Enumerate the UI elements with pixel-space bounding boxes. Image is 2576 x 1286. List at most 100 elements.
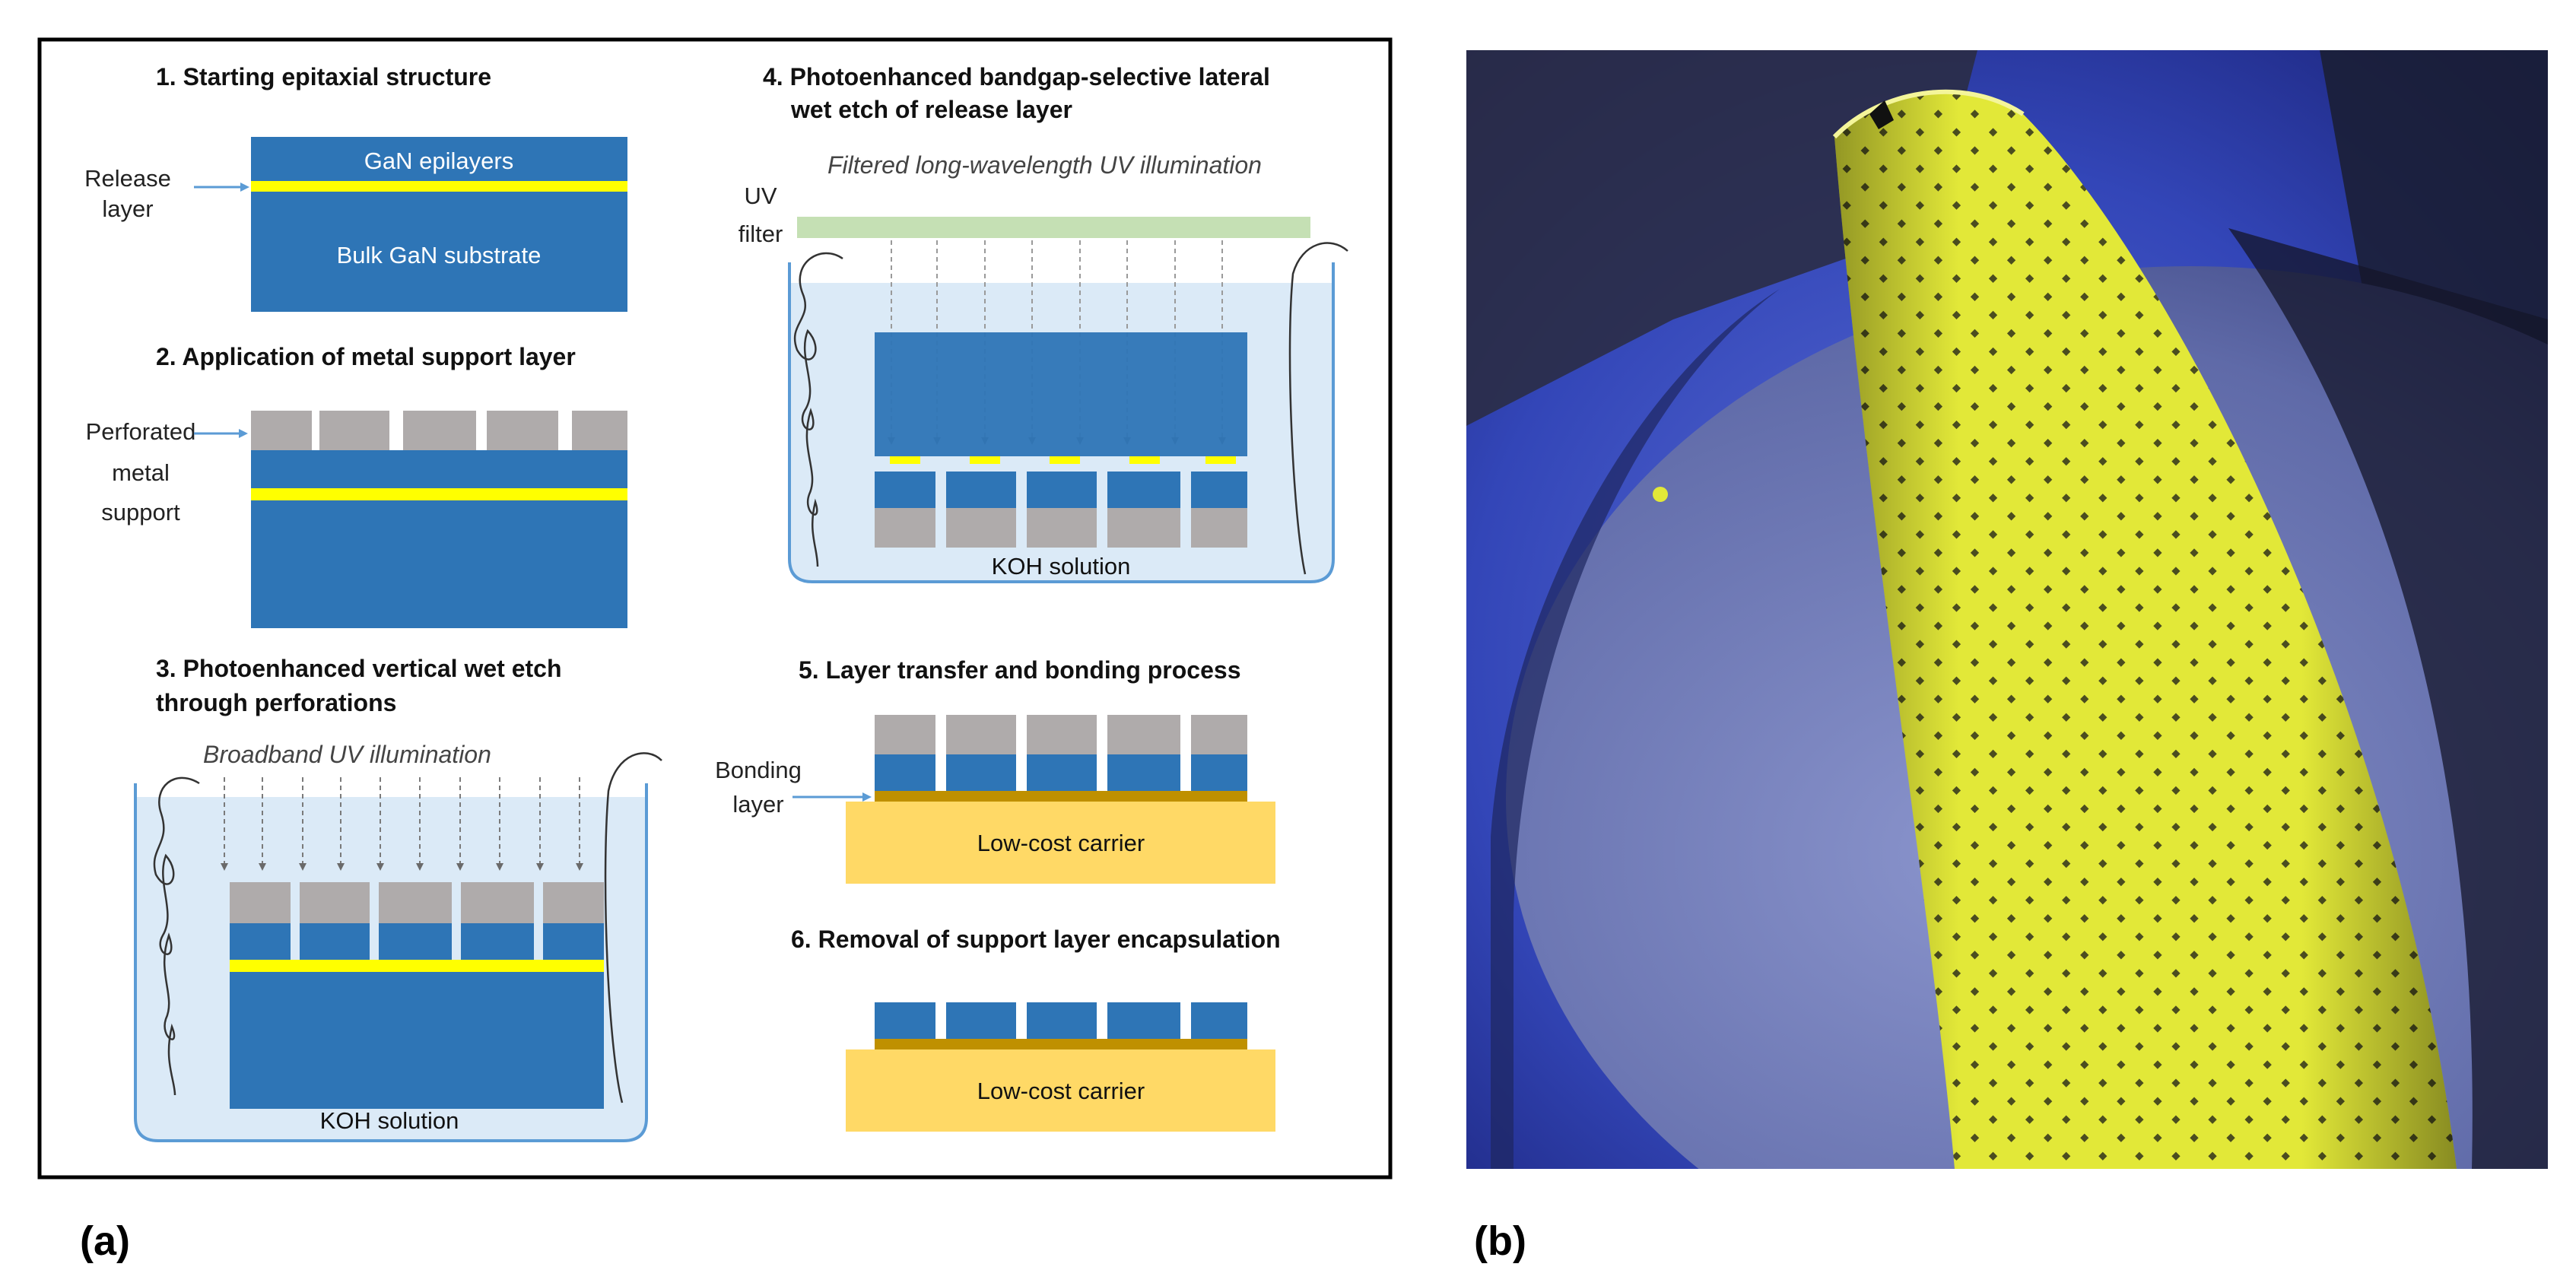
metal-block (1027, 715, 1097, 754)
panel-a-label: (a) (80, 1218, 130, 1264)
metal-block (946, 508, 1016, 548)
step-5-title: 5. Layer transfer and bonding process (799, 656, 1240, 684)
panel-b-photo (1466, 50, 2548, 1169)
release-remnant (1050, 456, 1080, 464)
gan-mesa (543, 923, 604, 960)
epilayers-label: GaN epilayers (364, 148, 513, 174)
low-cost-carrier (846, 1049, 1275, 1132)
step-6-carrier-label: Low-cost carrier (977, 1078, 1145, 1104)
release-label-line1: Release (84, 165, 171, 192)
step-2-title: 2. Application of metal support layer (156, 343, 576, 370)
step-4-title-line2: wet etch of release layer (790, 96, 1072, 123)
gan-mesa (300, 923, 370, 960)
gan-mesa (461, 923, 534, 960)
step-6: 6. Removal of support layer encapsulatio… (791, 926, 1281, 1132)
step-3: 3. Photoenhanced vertical wet etch throu… (134, 655, 662, 1142)
gan-mesa (875, 472, 935, 508)
gan-mesa (1107, 754, 1180, 791)
metal-block (403, 411, 476, 450)
metal-block (487, 411, 558, 450)
step-4-illumination: Filtered long-wavelength UV illumination (827, 151, 1262, 179)
bonding-label-line2: layer (732, 791, 783, 818)
heater-lead (1288, 242, 1348, 575)
bulk-substrate (230, 972, 604, 1109)
uv-filter-label-line1: UV (744, 183, 777, 209)
beaker-outline (134, 783, 648, 1142)
panel-b-label: (b) (1474, 1218, 1526, 1264)
support-label-line2: metal (112, 459, 170, 486)
metal-block (300, 882, 370, 923)
metal-block (1191, 715, 1247, 754)
uv-filter-label-line2: filter (738, 221, 783, 247)
step-2: 2. Application of metal support layer Pe… (86, 343, 627, 628)
bonding-label-line1: Bonding (715, 757, 802, 783)
metal-block (1107, 715, 1180, 754)
metal-block (379, 882, 452, 923)
metal-block (875, 715, 935, 754)
release-layer (251, 488, 627, 500)
release-layer (230, 960, 604, 972)
metal-block (319, 411, 389, 450)
uv-filter (797, 217, 1310, 238)
low-cost-carrier (846, 802, 1275, 884)
yellow-speck (1653, 487, 1668, 502)
heater-coil (793, 252, 843, 567)
support-label-line3: support (101, 499, 180, 526)
support-label-line1: Perforated (86, 418, 196, 445)
metal-block (1027, 508, 1097, 548)
metal-block (1191, 508, 1247, 548)
film-shading (1834, 91, 2457, 1169)
release-remnant (1205, 456, 1236, 464)
release-layer (251, 181, 627, 192)
gan-mesa (379, 923, 452, 960)
beaker-outline (788, 262, 1335, 583)
step-4-solution: KOH solution (992, 553, 1131, 579)
gan-epilayers (251, 137, 627, 181)
metal-block (461, 882, 534, 923)
step-3-title-line1: 3. Photoenhanced vertical wet etch (156, 655, 561, 682)
step-3-title-line2: through perforations (156, 689, 396, 716)
metal-block (251, 411, 312, 450)
step-1-title: 1. Starting epitaxial structure (156, 63, 491, 90)
heater-lead (604, 752, 662, 1103)
metal-block (543, 882, 604, 923)
bulk-substrate (251, 192, 627, 312)
bulk-substrate (875, 332, 1247, 456)
film-top-edge (1832, 89, 2025, 139)
gan-epilayers (251, 450, 627, 488)
step-4-title-line1: 4. Photoenhanced bandgap-selective later… (763, 63, 1270, 90)
release-label-line2: layer (102, 195, 153, 222)
substrate-label: Bulk GaN substrate (337, 242, 542, 268)
step-4: 4. Photoenhanced bandgap-selective later… (738, 63, 1348, 583)
metal-block (875, 508, 935, 548)
wafer-right-shadow (2228, 228, 2548, 1169)
gan-mesa (1027, 1002, 1097, 1039)
bulk-substrate (251, 500, 627, 628)
gan-mesa (1027, 472, 1097, 508)
gan-mesa (946, 472, 1016, 508)
metal-block (572, 411, 627, 450)
release-remnant (890, 456, 920, 464)
step-1: 1. Starting epitaxial structure GaN epil… (84, 63, 627, 312)
step-3-illumination: Broadband UV illumination (203, 741, 491, 768)
release-remnant (970, 456, 1000, 464)
film-torn-corner (1869, 100, 1894, 129)
step-3-solution: KOH solution (320, 1107, 459, 1134)
step-5: 5. Layer transfer and bonding process Lo… (715, 656, 1275, 884)
step-5-carrier-label: Low-cost carrier (977, 830, 1145, 856)
metal-block (230, 882, 291, 923)
gan-mesa (230, 923, 291, 960)
gan-mesa (875, 754, 935, 791)
gan-mesa (1107, 472, 1180, 508)
release-remnant (1129, 456, 1160, 464)
gan-mesa (1191, 1002, 1247, 1039)
heater-coil (153, 776, 200, 1096)
bonding-layer (875, 1039, 1247, 1049)
gan-mesa (946, 1002, 1016, 1039)
gan-mesa (1191, 472, 1247, 508)
gan-mesa (875, 1002, 935, 1039)
gan-mesa (1107, 1002, 1180, 1039)
bonding-layer (875, 791, 1247, 802)
gan-mesa (1191, 754, 1247, 791)
